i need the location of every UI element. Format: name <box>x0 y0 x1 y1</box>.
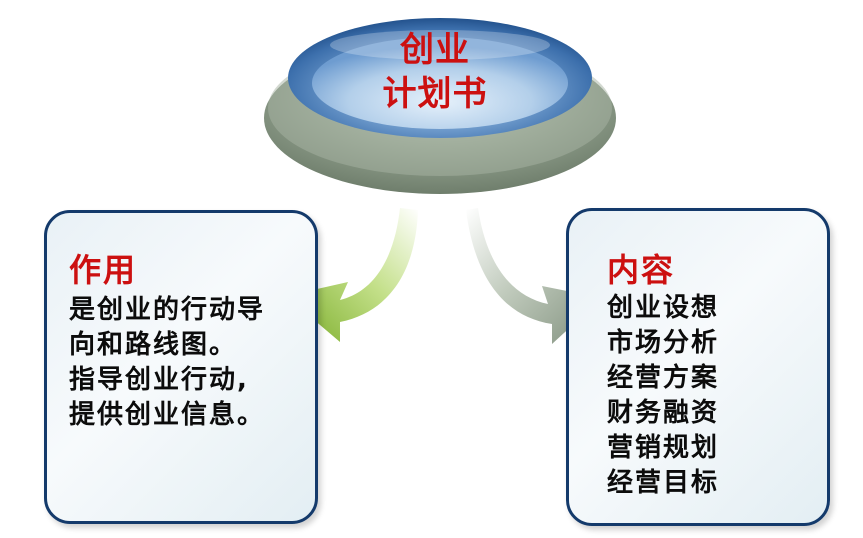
content-item: 经营方案 <box>607 363 720 393</box>
content-item: 经营目标 <box>607 468 720 498</box>
purpose-line: 是创业的行动导 <box>69 295 266 325</box>
content-item: 创业设想 <box>607 293 720 323</box>
purpose-line: 向和路线图。 <box>69 330 238 360</box>
purpose-card: 作用 是创业的行动导 向和路线图。 指导创业行动, 提供创业信息。 <box>44 210 318 524</box>
content-card: 内容 创业设想 市场分析 经营方案 财务融资 营销规划 经营目标 <box>566 208 830 526</box>
center-title-line1: 创业 <box>400 30 470 70</box>
center-title-line2: 计划书 <box>382 74 488 114</box>
content-card-title: 内容 <box>607 251 676 289</box>
content-item: 市场分析 <box>607 328 720 358</box>
content-item: 财务融资 <box>607 398 720 428</box>
content-card-list: 创业设想 市场分析 经营方案 财务融资 营销规划 经营目标 <box>607 291 827 501</box>
title-oval <box>288 18 592 138</box>
arrow-left-green <box>286 208 418 342</box>
purpose-line: 指导创业行动, <box>69 365 249 395</box>
purpose-card-title: 作用 <box>69 251 138 289</box>
center-title: 创业 计划书 <box>335 28 535 116</box>
purpose-line: 提供创业信息。 <box>69 400 266 430</box>
content-item: 营销规划 <box>607 433 720 463</box>
purpose-card-body: 是创业的行动导 向和路线图。 指导创业行动, 提供创业信息。 <box>69 293 319 433</box>
